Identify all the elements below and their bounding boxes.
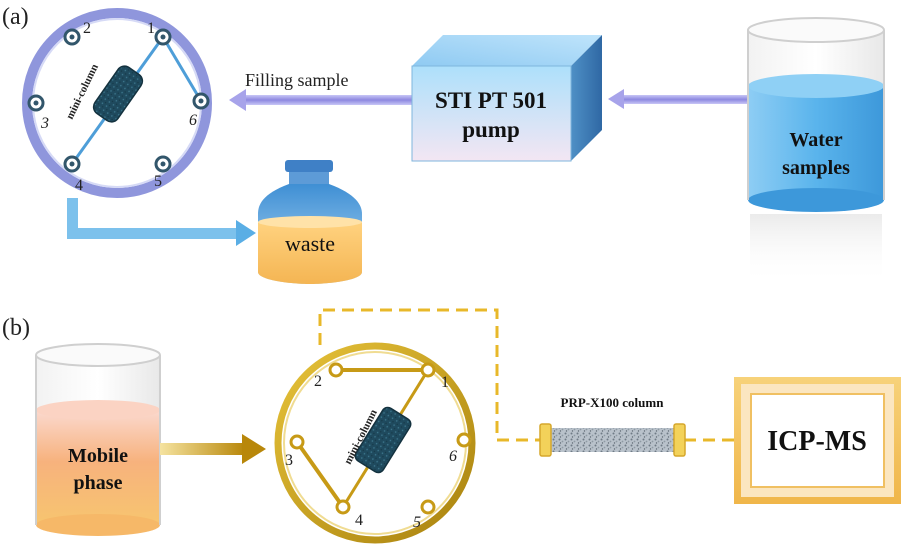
valve-b-port-label-3: 3 bbox=[285, 452, 293, 469]
mobile-phase-beaker bbox=[35, 343, 161, 536]
water-samples-label-line2: samples bbox=[782, 157, 850, 179]
water-samples-label-line1: Water bbox=[789, 129, 842, 151]
valve-a-port-5 bbox=[154, 155, 172, 173]
valve-a-port-1 bbox=[154, 28, 172, 46]
valve-b: mini-column 1 2 3 4 5 6 bbox=[274, 342, 476, 544]
to-waste-arrow bbox=[67, 198, 256, 246]
pump-label-line2: pump bbox=[462, 117, 520, 142]
valve-a-port-3 bbox=[27, 94, 45, 112]
valve-b-channel-3-4 bbox=[295, 440, 345, 509]
valve-a: mini-column 1 2 3 4 5 6 bbox=[22, 8, 212, 198]
valve-b-port-5 bbox=[420, 499, 436, 515]
icp-ms-label: ICP-MS bbox=[767, 426, 867, 457]
filling-sample-arrow bbox=[229, 89, 412, 111]
water-samples-beaker bbox=[747, 17, 885, 284]
valve-a-port-label-1: 1 bbox=[147, 20, 155, 37]
transfer-line-dashed bbox=[318, 308, 734, 442]
mobile-phase-label-line1: Mobile bbox=[68, 445, 128, 467]
valve-a-port-label-6: 6 bbox=[189, 112, 197, 129]
valve-a-port-6 bbox=[192, 92, 210, 110]
valve-b-port-label-1: 1 bbox=[441, 374, 449, 391]
valve-b-port-6 bbox=[456, 432, 472, 448]
prp-x100-column-label: PRP-X100 column bbox=[561, 395, 665, 410]
pump bbox=[411, 35, 602, 162]
valve-a-port-label-5: 5 bbox=[154, 173, 162, 190]
valve-b-port-4 bbox=[335, 499, 351, 515]
panel-a-label: (a) bbox=[2, 4, 29, 30]
mobile-phase-arrow bbox=[160, 434, 266, 464]
valve-b-port-2 bbox=[328, 362, 344, 378]
valve-a-mini-column bbox=[92, 65, 144, 123]
waste-label: waste bbox=[285, 231, 335, 256]
valve-a-ports bbox=[27, 28, 210, 173]
valve-b-port-label-6: 6 bbox=[449, 448, 457, 465]
valve-b-port-label-2: 2 bbox=[314, 373, 322, 390]
panel-b-label: (b) bbox=[2, 315, 30, 341]
valve-a-port-4 bbox=[63, 155, 81, 173]
mobile-phase-label-line2: phase bbox=[74, 472, 123, 494]
prp-x100-column bbox=[539, 423, 686, 457]
valve-b-port-1 bbox=[420, 362, 436, 378]
valve-a-port-label-4: 4 bbox=[75, 177, 83, 194]
valve-a-port-label-3: 3 bbox=[40, 115, 49, 132]
valve-b-port-label-4: 4 bbox=[355, 512, 363, 529]
valve-b-mini-column bbox=[354, 406, 412, 474]
icp-ms-detector bbox=[734, 377, 901, 504]
valve-b-ports bbox=[289, 362, 472, 515]
water-to-pump-arrow bbox=[608, 89, 748, 109]
pump-label-line1: STI PT 501 bbox=[435, 88, 547, 113]
valve-b-port-label-5: 5 bbox=[413, 514, 421, 531]
valve-a-port-label-2: 2 bbox=[83, 20, 91, 37]
waste-bottle bbox=[258, 160, 362, 284]
valve-a-port-2 bbox=[63, 28, 81, 46]
valve-b-port-3 bbox=[289, 434, 305, 450]
valve-a-channel-1-6 bbox=[161, 36, 203, 102]
filling-sample-label: Filling sample bbox=[245, 70, 349, 90]
